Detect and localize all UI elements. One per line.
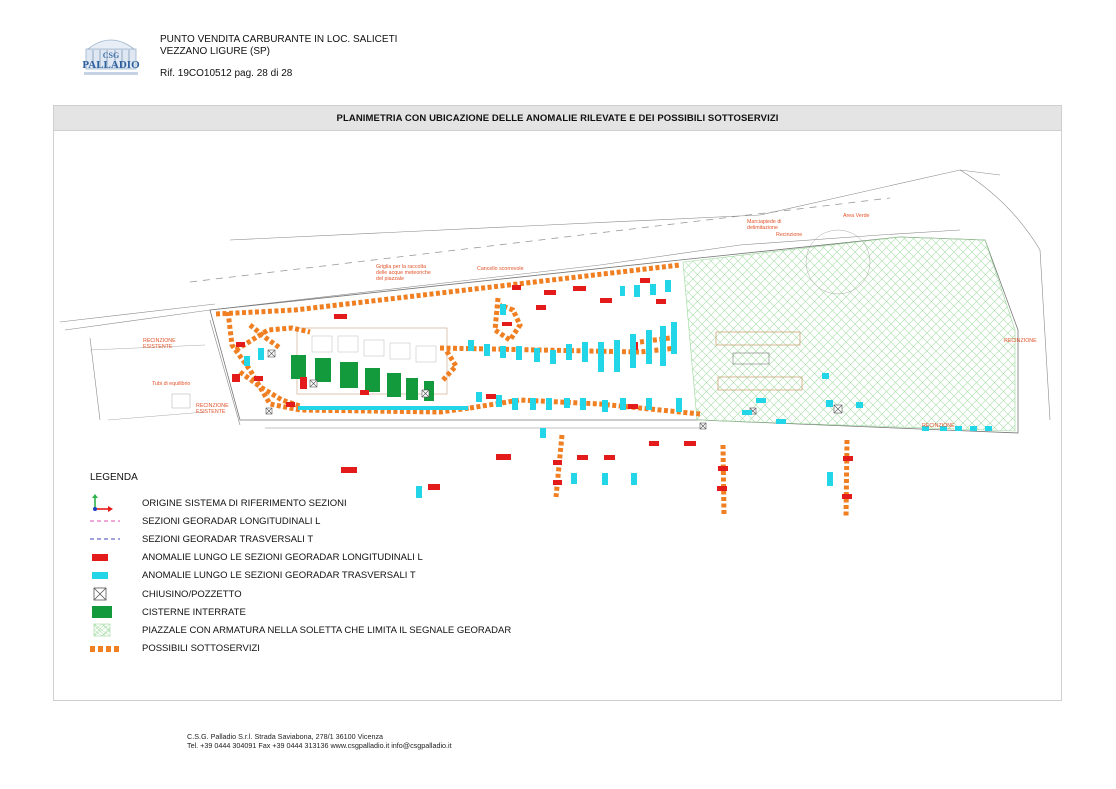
legend: LEGENDA ORIGINE SISTEMA DI RIFERIMENTO S… [90, 472, 511, 658]
legend-label: POSSIBILI SOTTOSERVIZI [142, 643, 260, 655]
legend-label: ANOMALIE LUNGO LE SEZIONI GEORADAR LONGI… [142, 552, 423, 564]
logo-text: PALLADIO [82, 59, 140, 71]
legend-label: CHIUSINO/POZZETTO [142, 588, 242, 600]
dashed-line-blue-icon [90, 538, 120, 540]
document-footer: C.S.G. Palladio S.r.l. Strada Saviabona,… [187, 732, 452, 750]
legend-label: SEZIONI GEORADAR LONGITUDINALI L [142, 515, 321, 527]
red-bar-icon [92, 553, 108, 561]
legend-title: LEGENDA [90, 472, 138, 483]
legend-label: PIAZZALE CON ARMATURA NELLA SOLETTA CHE … [142, 624, 512, 636]
legend-item-sezioni-l: SEZIONI GEORADAR LONGITUDINALI L [90, 512, 320, 530]
legend-item-piazzale: PIAZZALE CON ARMATURA NELLA SOLETTA CHE … [90, 621, 511, 639]
legend-item-origin: ORIGINE SISTEMA DI RIFERIMENTO SEZIONI [90, 494, 347, 512]
green-tank-icon [92, 606, 112, 619]
legend-label: ORIGINE SISTEMA DI RIFERIMENTO SEZIONI [142, 497, 347, 509]
legend-label: CISTERNE INTERRATE [142, 606, 246, 618]
axis-origin-icon [92, 494, 113, 512]
document-header: CSG PALLADIO PUNTO VENDITA CARBURANTE IN… [0, 0, 1116, 100]
header-title-line2: VEZZANO LIGURE (SP) [160, 46, 271, 57]
manhole-icon [93, 587, 107, 601]
csg-palladio-logo: CSG PALLADIO [82, 39, 140, 75]
orange-dash-icon [90, 645, 122, 652]
legend-item-sottoservizi: POSSIBILI SOTTOSERVIZI [90, 640, 260, 658]
legend-item-cisterne: CISTERNE INTERRATE [90, 603, 246, 621]
legend-item-chiusino: CHIUSINO/POZZETTO [90, 585, 242, 603]
legend-item-anomalie-l: ANOMALIE LUNGO LE SEZIONI GEORADAR LONGI… [90, 549, 423, 567]
footer-address: C.S.G. Palladio S.r.l. Strada Saviabona,… [187, 732, 384, 741]
hatch-icon [93, 624, 111, 637]
drawing-title: PLANIMETRIA CON UBICAZIONE DELLE ANOMALI… [54, 106, 1061, 131]
header-ref: Rif. 19CO10512 pag. 28 di 28 [160, 68, 293, 79]
legend-item-sezioni-t: SEZIONI GEORADAR TRASVERSALI T [90, 530, 313, 548]
header-title-line1: PUNTO VENDITA CARBURANTE IN LOC. SALICET… [160, 34, 398, 45]
footer-contacts: Tel. +39 0444 304091 Fax +39 0444 313136… [187, 741, 452, 750]
cyan-bar-icon [92, 571, 108, 579]
dashed-line-pink-icon [90, 520, 120, 522]
legend-label: ANOMALIE LUNGO LE SEZIONI GEORADAR TRASV… [142, 570, 416, 582]
legend-item-anomalie-t: ANOMALIE LUNGO LE SEZIONI GEORADAR TRASV… [90, 567, 416, 585]
legend-label: SEZIONI GEORADAR TRASVERSALI T [142, 533, 314, 545]
logo-text-top: CSG [103, 51, 119, 60]
